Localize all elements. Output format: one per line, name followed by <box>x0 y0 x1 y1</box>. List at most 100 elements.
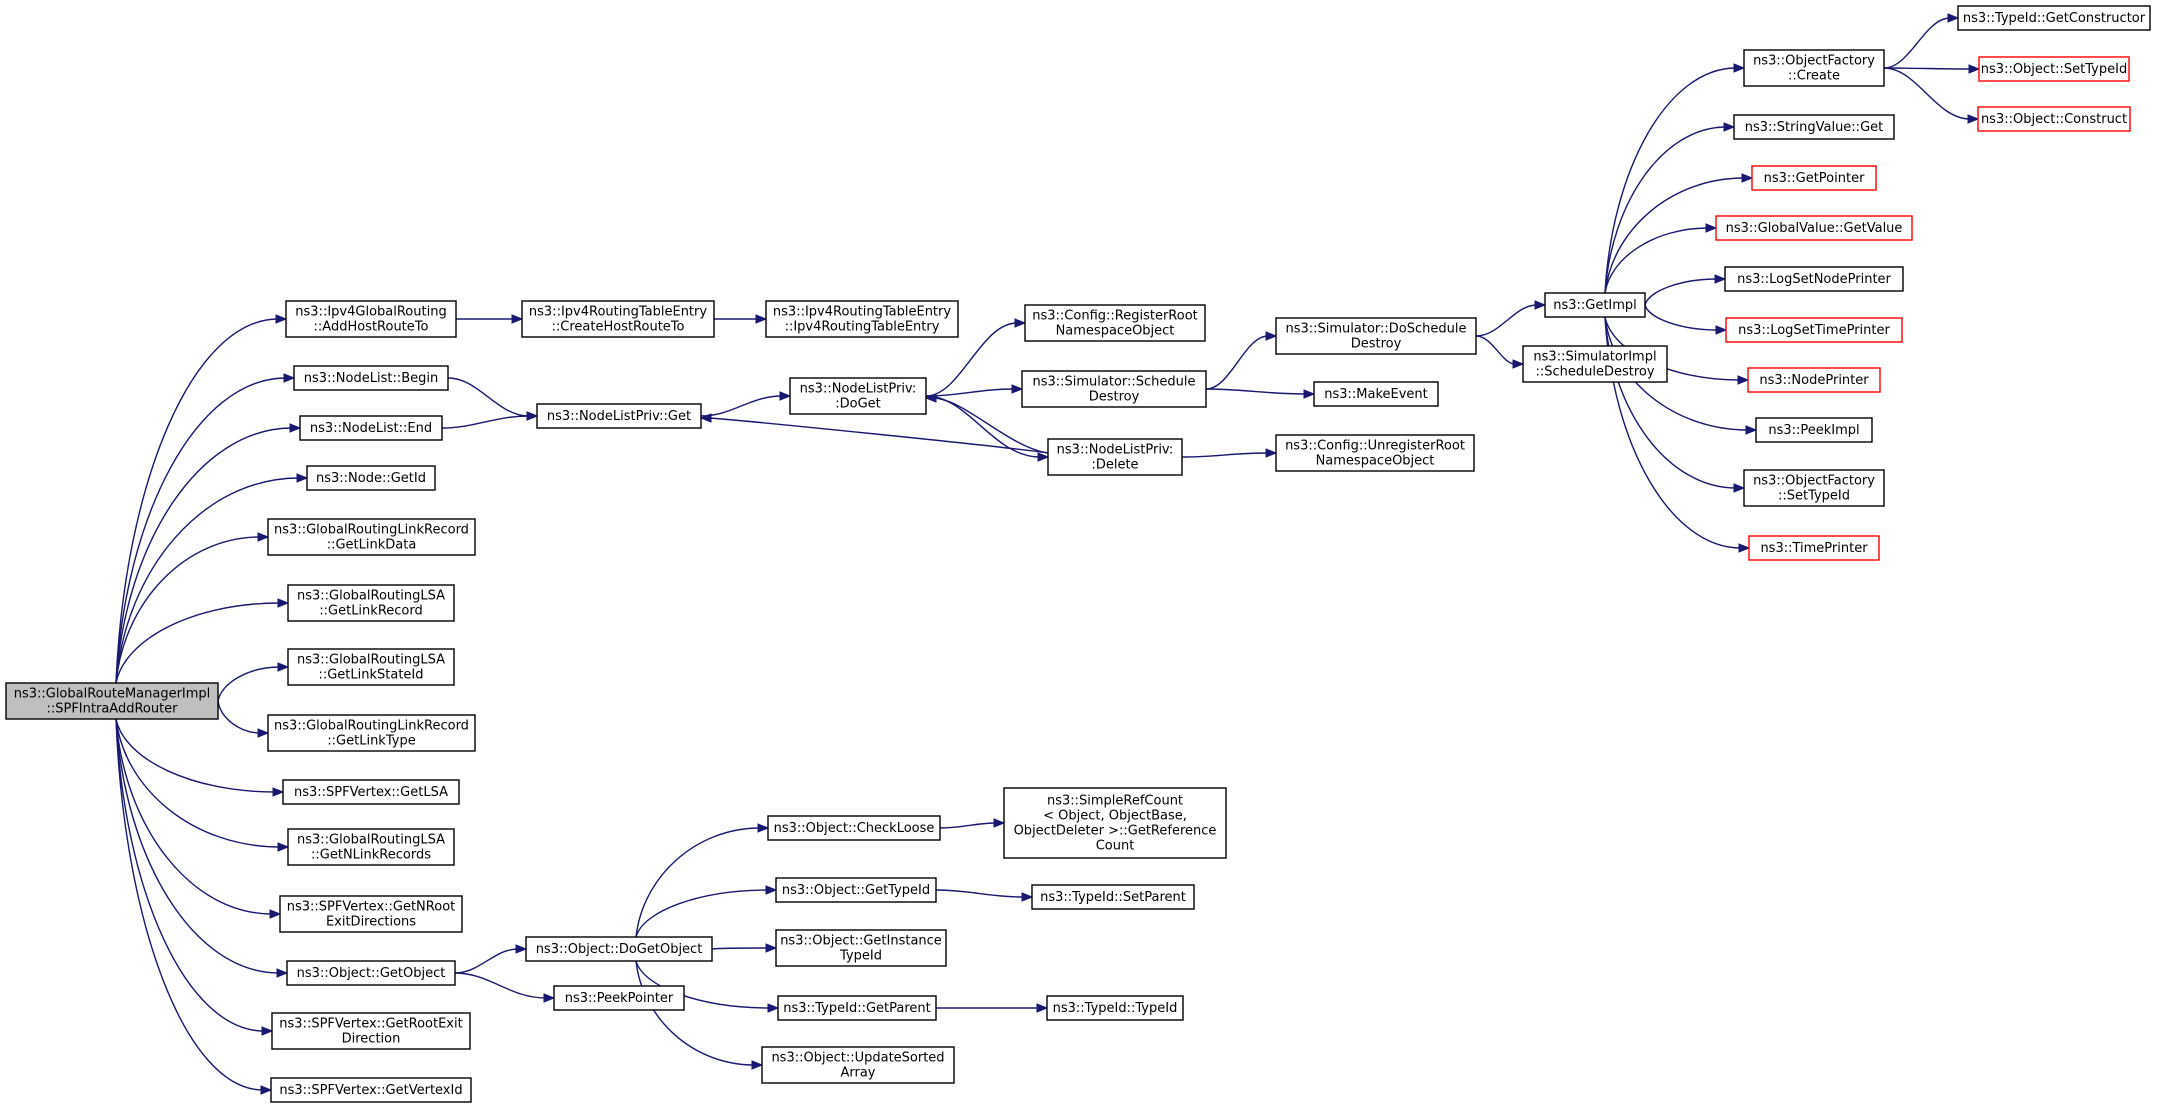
node-logsetnodeprinter[interactable]: ns3::LogSetNodePrinter <box>1724 266 1904 292</box>
node-box <box>286 960 456 986</box>
node-label-line: ns3::GlobalRouteManagerImpl <box>14 687 211 702</box>
edge-obj-dogetobject-to-obj-updatesorted <box>635 960 764 1070</box>
edge-arrowhead <box>1014 318 1027 328</box>
node-peekpointer[interactable]: ns3::PeekPointer <box>553 985 685 1011</box>
node-nodeprinter[interactable]: ns3::NodePrinter <box>1747 367 1881 393</box>
node-obj-gettypeid[interactable]: ns3::Object::GetTypeId <box>775 877 937 903</box>
edge-arrowhead <box>515 944 528 954</box>
node-getpointer[interactable]: ns3::GetPointer <box>1751 165 1877 191</box>
edge-line <box>1883 67 1972 70</box>
edge-root-to-grlsa-getlinkrecord <box>115 598 290 684</box>
node-obj-construct[interactable]: ns3::Object::Construct <box>1977 106 2131 132</box>
node-timeprinter[interactable]: ns3::TimePrinter <box>1748 535 1880 561</box>
edge-nlp-doget-to-cfg-register <box>925 318 1027 397</box>
node-ipv4rte-create[interactable]: ns3::Ipv4RoutingTableEntry::CreateHostRo… <box>521 300 715 338</box>
node-logsettimeprinter[interactable]: ns3::LogSetTimePrinter <box>1725 317 1903 343</box>
node-makeevent[interactable]: ns3::MakeEvent <box>1313 381 1439 407</box>
node-grlsa-getlinkstateid[interactable]: ns3::GlobalRoutingLSA::GetLinkStateId <box>287 648 455 686</box>
node-label-line: ::ScheduleDestroy <box>1535 365 1654 380</box>
edge-line <box>1604 316 1737 489</box>
node-simimpl-sched[interactable]: ns3::SimulatorImpl::ScheduleDestroy <box>1522 345 1668 383</box>
node-box <box>1024 304 1206 342</box>
node-spf-getlsa[interactable]: ns3::SPFVertex::GetLSA <box>282 779 460 805</box>
edge-arrowhead <box>277 842 290 852</box>
node-root[interactable]: ns3::GlobalRouteManagerImpl::SPFIntraAdd… <box>5 682 219 720</box>
node-box <box>1724 266 1904 292</box>
node-ipv4gr-addhost[interactable]: ns3::Ipv4GlobalRouting::AddHostRouteTo <box>285 300 457 338</box>
node-box <box>285 300 457 338</box>
node-obj-checkloose[interactable]: ns3::Object::CheckLoose <box>767 815 941 841</box>
node-label-line: ::AddHostRouteTo <box>314 320 429 335</box>
edge-arrowhead <box>511 314 524 324</box>
node-grlr-getlinkdata[interactable]: ns3::GlobalRoutingLinkRecord::GetLinkDat… <box>267 518 476 556</box>
node-label-line: ns3::Config::UnregisterRoot <box>1285 439 1465 454</box>
node-obj-dogetobject[interactable]: ns3::Object::DoGetObject <box>525 936 713 962</box>
node-peekimpl[interactable]: ns3::PeekImpl <box>1755 417 1873 443</box>
node-box <box>1743 49 1885 87</box>
node-srefcount[interactable]: ns3::SimpleRefCount< Object, ObjectBase,… <box>1003 787 1227 859</box>
node-label-line: ns3::Object::UpdateSorted <box>771 1051 944 1066</box>
edge-arrowhead <box>1723 122 1736 132</box>
edge-arrowhead <box>757 823 770 833</box>
edge-root-to-ipv4gr-addhost <box>115 314 288 684</box>
node-nodelist-end[interactable]: ns3::NodeList::End <box>299 415 443 441</box>
node-nlp-delete[interactable]: ns3::NodeListPriv::Delete <box>1047 438 1183 476</box>
node-label-line: ::Create <box>1788 69 1840 84</box>
node-label-line: ns3::TypeId::GetConstructor <box>1963 11 2146 26</box>
edge-root-to-spf-getvertexid <box>115 718 273 1095</box>
edge-root-to-spf-getlsa <box>115 718 285 797</box>
node-label-line: ns3::GlobalRoutingLSA <box>297 833 445 848</box>
node-label-line: ns3::GlobalRoutingLinkRecord <box>274 719 469 734</box>
edge-arrowhead <box>779 391 792 401</box>
node-cfg-unregister[interactable]: ns3::Config::UnregisterRootNamespaceObje… <box>1275 434 1475 472</box>
edge-line <box>115 427 293 684</box>
node-nlp-get[interactable]: ns3::NodeListPriv::Get <box>536 403 702 429</box>
node-label-line: ObjectDeleter >::GetReference <box>1014 824 1217 839</box>
edge-arrowhead <box>296 473 309 483</box>
node-spf-getvertexid[interactable]: ns3::SPFVertex::GetVertexId <box>270 1077 472 1103</box>
node-box <box>270 1077 472 1103</box>
node-getimpl[interactable]: ns3::GetImpl <box>1544 292 1646 318</box>
edge-line <box>115 602 281 684</box>
node-grlr-getlinktype[interactable]: ns3::GlobalRoutingLinkRecord::GetLinkTyp… <box>267 714 476 752</box>
edge-arrowhead <box>924 393 937 403</box>
edge-arrowhead <box>751 1060 764 1070</box>
edge-arrowhead <box>1036 1003 1049 1013</box>
node-label-line: ns3::NodeListPriv::Get <box>547 409 691 424</box>
node-box <box>789 377 927 415</box>
node-globalvalue-get[interactable]: ns3::GlobalValue::GetValue <box>1715 215 1913 241</box>
node-typeid-setparent[interactable]: ns3::TypeId::SetParent <box>1031 884 1195 910</box>
node-nodelist-begin[interactable]: ns3::NodeList::Begin <box>293 365 449 391</box>
node-sim-schedule-destroy[interactable]: ns3::Simulator::ScheduleDestroy <box>1021 370 1207 408</box>
node-of-create[interactable]: ns3::ObjectFactory::Create <box>1743 49 1885 87</box>
node-grlsa-getnlinkrecords[interactable]: ns3::GlobalRoutingLSA::GetNLinkRecords <box>287 828 455 866</box>
node-box <box>775 929 947 967</box>
edge-root-to-node-getid <box>115 473 309 684</box>
node-of-settypeid[interactable]: ns3::ObjectFactory::SetTypeId <box>1743 469 1885 507</box>
node-box <box>777 995 937 1021</box>
node-label-line: ns3::ObjectFactory <box>1753 474 1875 489</box>
edge-line <box>115 718 265 1032</box>
node-label-line: ns3::TypeId::SetParent <box>1040 890 1186 905</box>
node-grlsa-getlinkrecord[interactable]: ns3::GlobalRoutingLSA::GetLinkRecord <box>287 584 455 622</box>
node-typeid-typeid[interactable]: ns3::TypeId::TypeId <box>1046 995 1184 1021</box>
edge-line <box>939 822 997 829</box>
node-obj-getobject[interactable]: ns3::Object::GetObject <box>286 960 456 986</box>
node-node-getid[interactable]: ns3::Node::GetId <box>306 465 436 491</box>
node-label-line: Array <box>840 1066 875 1081</box>
node-obj-settypeid[interactable]: ns3::Object::SetTypeId <box>1978 56 2130 82</box>
node-ipv4rte-ctor[interactable]: ns3::Ipv4RoutingTableEntry::Ipv4RoutingT… <box>765 300 959 338</box>
node-typeid-getctor[interactable]: ns3::TypeId::GetConstructor <box>1957 5 2151 31</box>
node-box <box>525 936 713 962</box>
node-nlp-doget[interactable]: ns3::NodeListPriv::DoGet <box>789 377 927 415</box>
node-typeid-getparent[interactable]: ns3::TypeId::GetParent <box>777 995 937 1021</box>
node-stringvalue-get[interactable]: ns3::StringValue::Get <box>1733 114 1895 140</box>
edge-obj-dogetobject-to-obj-getinstance <box>711 943 778 953</box>
node-label-line: ns3::Object::SetTypeId <box>1981 62 2127 77</box>
